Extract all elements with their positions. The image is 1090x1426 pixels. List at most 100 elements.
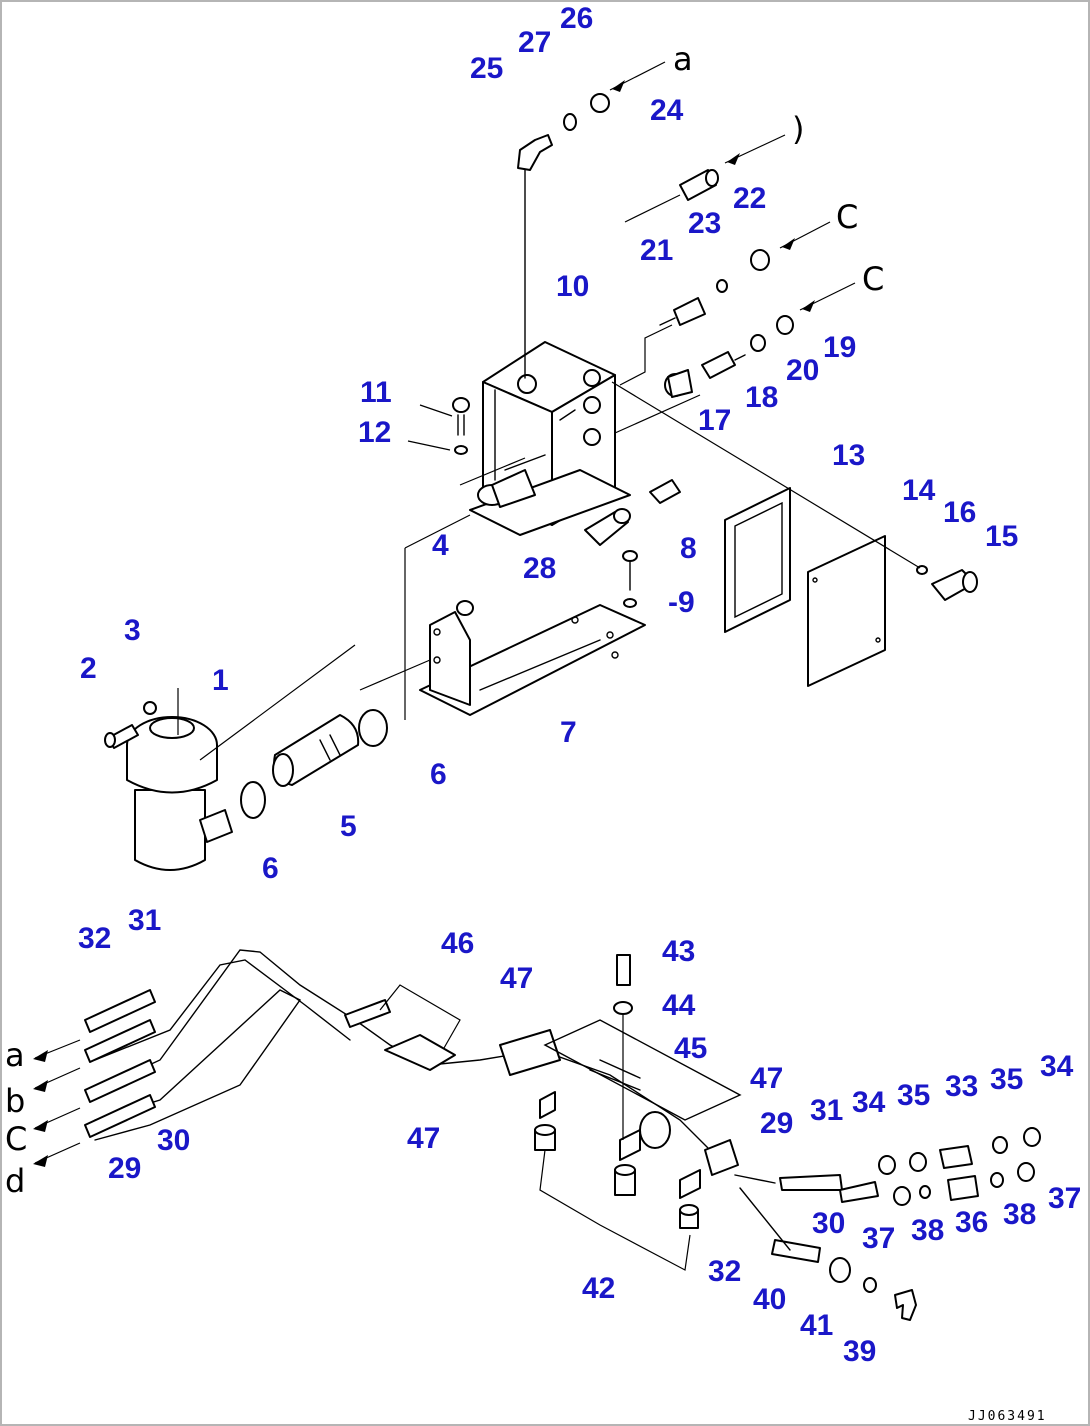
- clamp-6a: [358, 709, 388, 747]
- callout-7: 7: [560, 716, 577, 749]
- callout-9: -9: [668, 586, 695, 619]
- callout-12: 12: [358, 416, 391, 449]
- callout-42: 42: [582, 1272, 615, 1305]
- callout-41: 41: [800, 1309, 833, 1342]
- bracket-7: [419, 604, 646, 716]
- bolt-15-washer-16: [916, 565, 978, 601]
- plug-11-washer-12: [407, 397, 470, 455]
- washer-27: [563, 113, 577, 131]
- callout-46: 46: [441, 927, 474, 960]
- nut-26: [590, 93, 610, 113]
- bolt-8-washer-9: [622, 550, 638, 608]
- bolt-43-washer-44: [613, 954, 633, 1140]
- callout-1: 1: [212, 664, 229, 697]
- callout-13: 13: [832, 439, 865, 472]
- callout-8: 8: [680, 532, 697, 565]
- connector-24: [679, 169, 719, 201]
- nut-22: [750, 249, 770, 271]
- fittings-right: [878, 1127, 1041, 1206]
- callout-10: 10: [556, 270, 589, 303]
- callout-43: 43: [662, 935, 695, 968]
- letter-left-d: d: [5, 1162, 25, 1200]
- callout-19: 19: [823, 331, 856, 364]
- letter-top-c2: C: [862, 260, 884, 298]
- callout-16: 16: [943, 496, 976, 529]
- assembly-lines-upper: [359, 194, 921, 720]
- callout-39: 39: [843, 1335, 876, 1368]
- callout-45: 45: [674, 1032, 707, 1065]
- callout-25: 25: [470, 52, 503, 85]
- sensor-18: [701, 351, 746, 379]
- callout-34b: 34: [1040, 1050, 1074, 1083]
- callout-27: 27: [518, 26, 551, 59]
- callout-38a: 38: [911, 1214, 944, 1247]
- callout-29a: 29: [108, 1152, 141, 1185]
- callout-32b: 32: [708, 1255, 741, 1288]
- callout-22: 22: [733, 182, 766, 215]
- callout-29b: 29: [760, 1107, 793, 1140]
- callout-30b: 30: [812, 1207, 845, 1240]
- sensor-28: [584, 479, 681, 546]
- callout-2: 2: [80, 652, 97, 685]
- callout-26: 26: [560, 2, 593, 35]
- callout-18: 18: [745, 381, 778, 414]
- callout-17: 17: [698, 404, 731, 437]
- gasket-13: [724, 487, 791, 633]
- flow-arrows-top: [609, 61, 856, 312]
- letter-top-a: a: [673, 40, 693, 78]
- callout-34a: 34: [852, 1086, 886, 1119]
- tubes-left: [84, 989, 156, 1138]
- callout-40: 40: [753, 1283, 786, 1316]
- filter-housing-10: [469, 341, 631, 536]
- clamp-6b: [240, 781, 266, 819]
- callout-4: 4: [432, 529, 449, 562]
- callout-47c: 47: [750, 1062, 783, 1095]
- callout-44: 44: [662, 989, 696, 1022]
- protector-47: [384, 1029, 739, 1176]
- callout-28: 28: [523, 552, 556, 585]
- callout-32a: 32: [78, 922, 111, 955]
- callout-11: 11: [360, 376, 392, 409]
- callout-14: 14: [902, 474, 936, 507]
- letter-top-b: ): [792, 110, 804, 148]
- hose-5: [272, 714, 360, 787]
- part-callouts: 1 2 3 4 5 6 6 7 8 -9 10 11 12 13 14 15 1…: [78, 2, 1081, 1368]
- sensor-21: [659, 297, 706, 326]
- elbow-25: [517, 134, 553, 171]
- callout-33: 33: [945, 1070, 978, 1103]
- callout-24: 24: [650, 94, 684, 127]
- letter-left-a: a: [5, 1036, 25, 1074]
- fittings-39-40-41: [829, 1257, 917, 1321]
- air-cleaner-1: [126, 644, 356, 871]
- flow-arrows-left: [33, 1039, 81, 1167]
- callout-38b: 38: [1003, 1198, 1036, 1231]
- callout-47b: 47: [407, 1122, 440, 1155]
- callout-5: 5: [340, 810, 357, 843]
- spacers-42: [534, 1124, 699, 1271]
- callout-23: 23: [688, 207, 721, 240]
- cover-14: [807, 535, 886, 687]
- callout-35b: 35: [990, 1063, 1023, 1096]
- callout-35a: 35: [897, 1079, 930, 1112]
- callout-6a: 6: [430, 758, 447, 791]
- callout-37b: 37: [1048, 1182, 1081, 1215]
- callout-47a: 47: [500, 962, 533, 995]
- callout-20: 20: [786, 354, 819, 387]
- callout-21: 21: [640, 234, 673, 267]
- bracket-45: [539, 1019, 742, 1199]
- callout-30a: 30: [157, 1124, 190, 1157]
- nut-4: [456, 600, 474, 616]
- drawing-code: JJ063491: [968, 1409, 1047, 1424]
- callout-36: 36: [955, 1206, 988, 1239]
- callout-37a: 37: [862, 1222, 895, 1255]
- callout-31a: 31: [128, 904, 161, 937]
- hoses-right: [734, 1174, 879, 1263]
- letter-top-c1: C: [836, 198, 858, 236]
- callout-6b: 6: [262, 852, 279, 885]
- bolt-2-washer-3: [104, 701, 157, 749]
- callout-31b: 31: [810, 1094, 843, 1127]
- fitting-17: [664, 369, 693, 398]
- washer-20: [750, 334, 766, 352]
